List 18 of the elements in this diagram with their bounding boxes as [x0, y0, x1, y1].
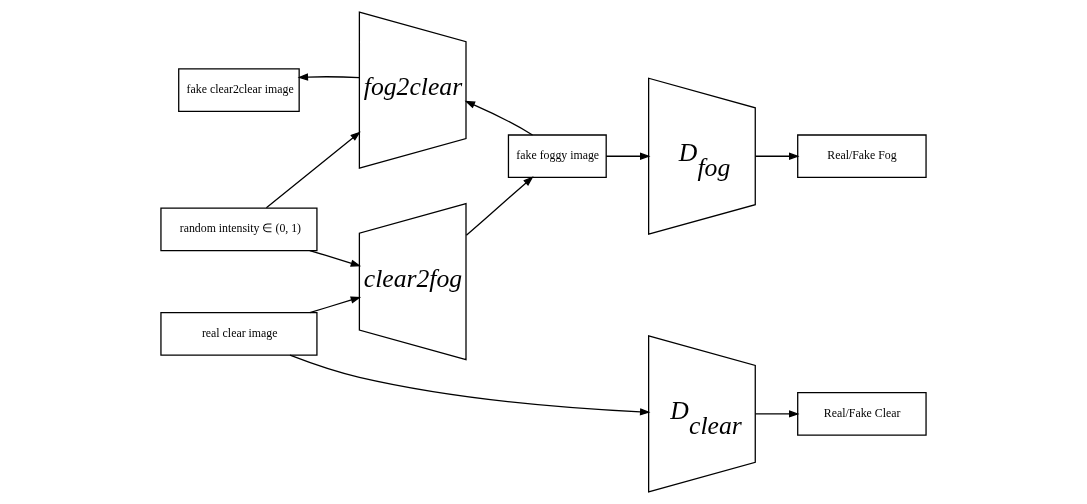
arrow [464, 100, 534, 136]
arrow [289, 354, 651, 416]
node-box: clear2fog [358, 202, 467, 361]
node-box: fog2clear [358, 11, 467, 169]
arrow [754, 152, 800, 160]
node-box: real clear image [160, 312, 318, 356]
arrow [605, 152, 651, 160]
node-box: Real/Fake Clear [797, 392, 927, 436]
arrow [754, 410, 800, 418]
node-box: fake clear2clear image [178, 68, 300, 112]
node-box: Real/Fake Fog [797, 134, 927, 179]
arrow [309, 249, 362, 267]
arrow [309, 296, 362, 314]
node-box: fake foggy image [507, 134, 607, 179]
arrow [297, 73, 360, 81]
arrow [265, 131, 361, 209]
arrow [465, 176, 534, 236]
node-box: random intensity ∈ (0, 1) [160, 207, 318, 252]
